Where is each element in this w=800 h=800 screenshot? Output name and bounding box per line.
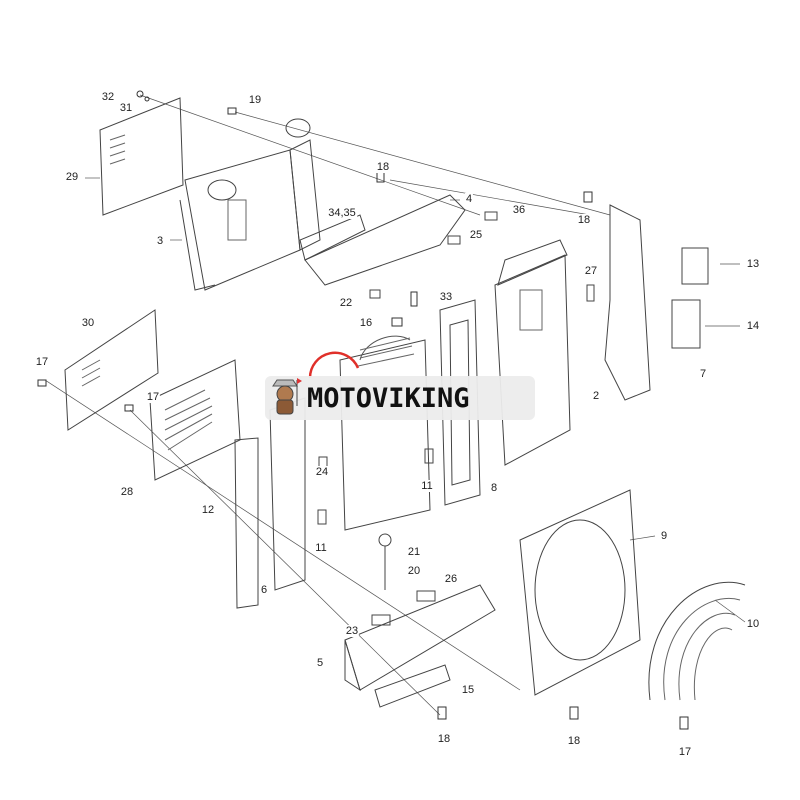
callout-36: 36 <box>511 204 527 216</box>
callout-17: 17 <box>34 356 50 368</box>
callout-22: 22 <box>338 297 354 309</box>
callout-32: 32 <box>100 91 116 103</box>
callout-13: 13 <box>745 258 761 270</box>
callout-21: 21 <box>406 546 422 558</box>
callout-18: 18 <box>436 733 452 745</box>
callout-30: 30 <box>80 317 96 329</box>
part-4-bracket <box>299 194 466 286</box>
callout-25: 25 <box>468 229 484 241</box>
callout-7: 7 <box>698 368 708 380</box>
callout-3: 3 <box>155 235 165 247</box>
callout-2: 2 <box>591 390 601 402</box>
callout-17: 17 <box>145 391 161 403</box>
callout-15: 15 <box>460 684 476 696</box>
part-30-panel <box>64 309 159 431</box>
watermark-text: MOTOVIKING <box>307 382 470 414</box>
callout-16: 16 <box>358 317 374 329</box>
callout-26: 26 <box>443 573 459 585</box>
part-28-grille <box>149 359 241 481</box>
part-6-side-frame <box>269 397 306 591</box>
callout-14: 14 <box>745 320 761 332</box>
part-9-fan-shroud <box>519 489 641 696</box>
callout-27: 27 <box>583 265 599 277</box>
part-11-core <box>339 335 431 590</box>
watermark-banner: MOTOVIKING <box>265 376 535 420</box>
callout-24: 24 <box>314 466 330 478</box>
leader-lines <box>44 94 746 716</box>
callout-17: 17 <box>677 746 693 758</box>
callout-29: 29 <box>64 171 80 183</box>
callout-23: 23 <box>344 625 360 637</box>
callout-19: 19 <box>247 94 263 106</box>
part-29-panel <box>99 97 184 216</box>
part-radiator <box>494 239 571 466</box>
callout-33: 33 <box>438 291 454 303</box>
callout-6: 6 <box>259 584 269 596</box>
part-3-intercooler <box>179 118 321 291</box>
callout-10: 10 <box>745 618 761 630</box>
callout-5: 5 <box>315 657 325 669</box>
viking-mascot-icon <box>272 378 302 415</box>
callout-28: 28 <box>119 486 135 498</box>
part-7-side-bracket <box>604 204 651 401</box>
small-parts <box>317 211 709 626</box>
part-15-bar <box>374 664 451 708</box>
part-5-base <box>344 584 496 692</box>
part-12-post <box>234 437 259 609</box>
callout-11: 11 <box>420 480 434 492</box>
callout-31: 31 <box>118 102 134 114</box>
callout-18: 18 <box>576 214 592 226</box>
callout-8: 8 <box>489 482 499 494</box>
callout-20: 20 <box>406 565 422 577</box>
callout-9: 9 <box>659 530 669 542</box>
callout-12: 12 <box>200 504 216 516</box>
callout-4: 4 <box>464 193 474 205</box>
callout-18: 18 <box>566 735 582 747</box>
highlight-circle <box>308 351 360 379</box>
bolts <box>37 90 689 730</box>
callout-18: 18 <box>375 161 391 173</box>
part-8-frame <box>439 299 481 506</box>
callout-11: 11 <box>314 542 328 554</box>
callout-34-35: 34,35 <box>327 207 357 219</box>
part-10-fan-guard <box>648 581 746 701</box>
